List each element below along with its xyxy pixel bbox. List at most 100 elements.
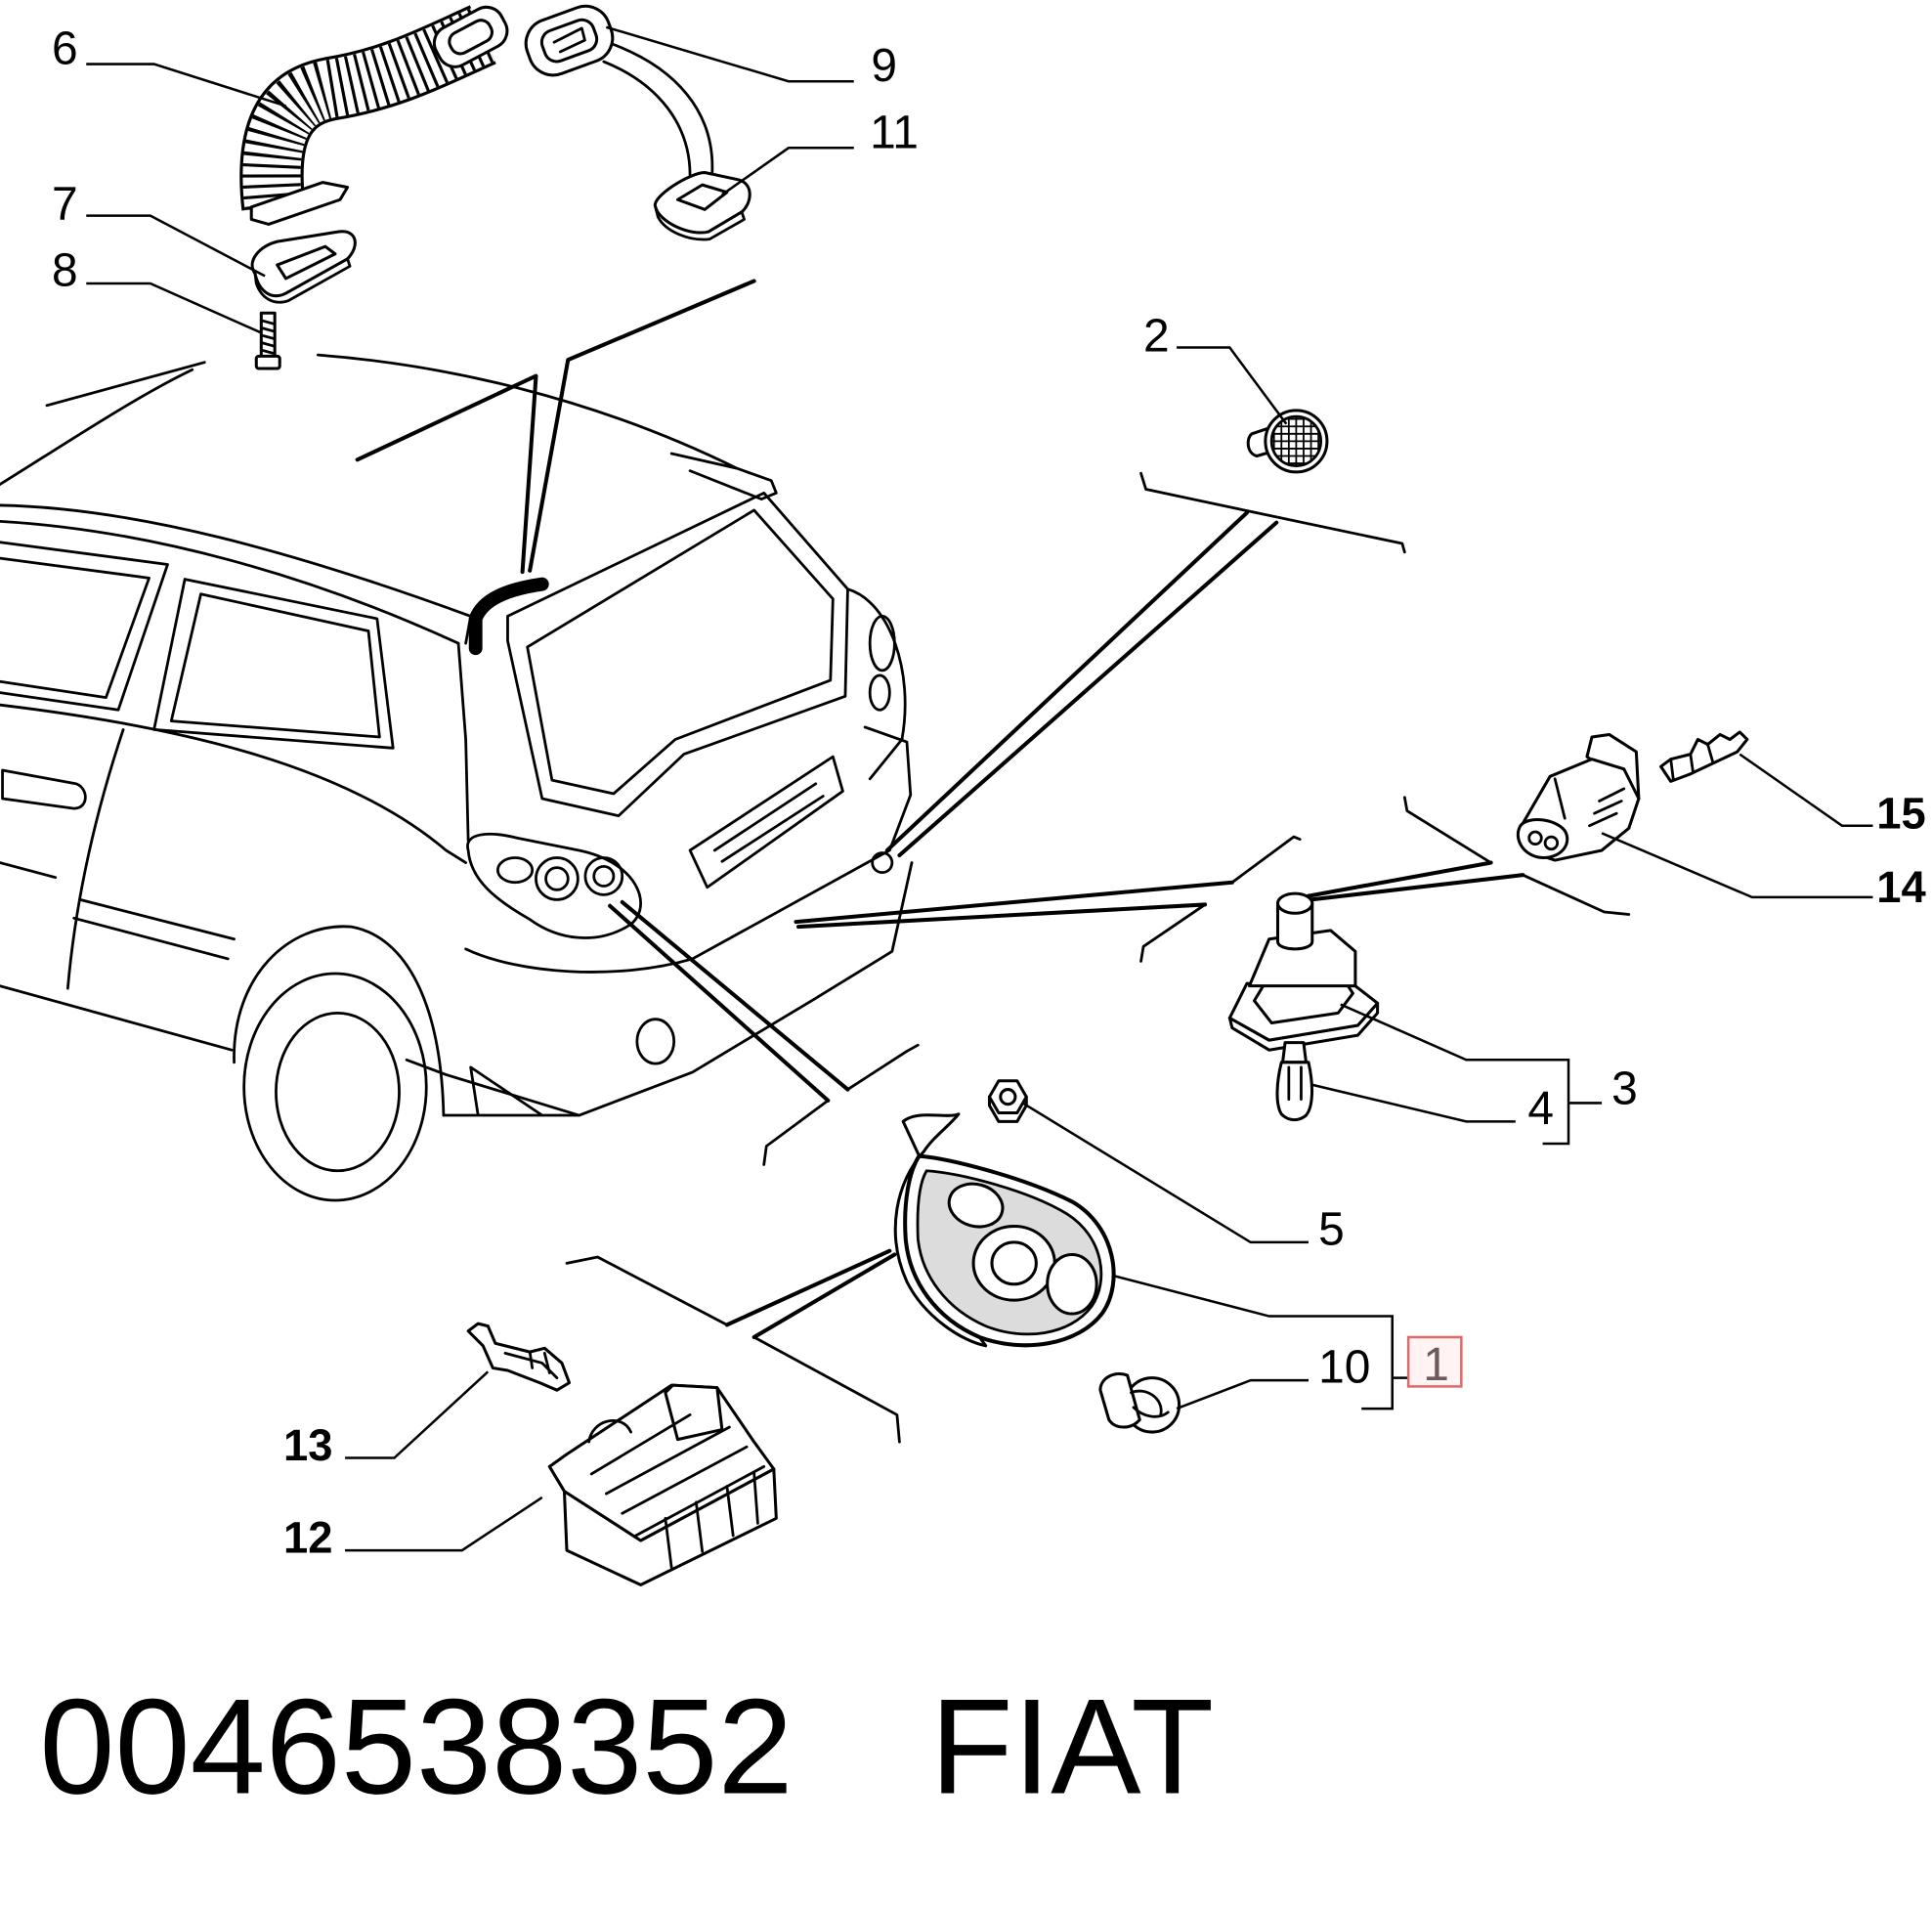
part-11-grommet [654, 171, 751, 241]
part-9-grommet [524, 4, 714, 177]
part-10-bulb [1098, 1372, 1181, 1434]
car-roof-edge [0, 353, 739, 486]
callout-labels: 1 2 3 4 5 6 7 8 9 10 11 12 13 14 15 [52, 23, 1926, 1563]
housing-raised-block [664, 1383, 724, 1442]
screw-head [254, 354, 281, 370]
part-2-rear-lamp [1246, 409, 1329, 474]
guide-line-1 [608, 899, 850, 1103]
car-door-handle [1, 768, 87, 810]
callout-4: 4 [1527, 1083, 1554, 1135]
guide-bracket-1-lower [565, 1255, 901, 1444]
leader-lines [86, 25, 1873, 1552]
car-body [0, 353, 914, 1202]
bulb-10-base [1098, 1372, 1141, 1429]
callout-15: 15 [1876, 788, 1925, 838]
guide-bracket-1 [762, 1043, 920, 1166]
car-side-molding [72, 898, 236, 961]
leader-line-8 [86, 282, 262, 334]
leader-line-15 [1739, 753, 1873, 828]
guide-bracket-2 [1139, 471, 1406, 554]
connector-14-hole-2 [1543, 835, 1560, 851]
leader-line-10 [1176, 1378, 1309, 1410]
part-1-tail-light [893, 1112, 1116, 1348]
car-license-plate-recess [688, 755, 844, 889]
nut-5-hole [999, 1088, 1017, 1106]
car-roof-rail [45, 361, 206, 408]
callout-10: 10 [1318, 1342, 1370, 1394]
sleeve-end-grommet [432, 5, 509, 68]
car-door-edge [65, 728, 125, 990]
car-beltline [0, 703, 467, 864]
callout-7: 7 [52, 178, 78, 230]
car-roof-side [0, 503, 473, 645]
callout-14: 14 [1876, 862, 1925, 912]
car-rear-rim [275, 1012, 401, 1173]
leader-line-13 [345, 1370, 490, 1459]
bulb-4-filament [1287, 1065, 1303, 1102]
leader-line-9 [605, 25, 854, 83]
grommet-9-body [524, 4, 615, 77]
car-hatch-seal [468, 577, 549, 656]
part-4-bulb [1275, 1041, 1313, 1122]
cable-9-11 [602, 41, 714, 177]
tail-light-lamp-upper [947, 1182, 1005, 1229]
callout-13: 13 [283, 1420, 332, 1470]
part-12-connector-housing [547, 1383, 778, 1586]
car-tail-light-lamp-right [583, 856, 624, 896]
grommet-opening [276, 244, 337, 281]
guide-line-1-lower [724, 1248, 897, 1339]
part-7-grommet [250, 230, 357, 304]
lamp-2-lens-grid [1270, 415, 1322, 467]
callout-6: 6 [52, 23, 78, 75]
car-c-pillar [456, 615, 473, 843]
leader-line-7 [86, 214, 266, 278]
callout-9: 9 [871, 40, 897, 92]
leader-line-5 [1021, 1102, 1309, 1244]
terminal-15-crimp [1669, 743, 1714, 781]
car-rear-light-lower [868, 673, 891, 712]
part-5-nut [987, 1079, 1028, 1123]
car-side-window-door [0, 541, 169, 712]
brand-name: FIAT [930, 1670, 1214, 1822]
guide-bracket-3 [1139, 796, 1631, 963]
callout-8: 8 [52, 245, 78, 297]
car-rear-tire [242, 972, 428, 1202]
guide-lines [355, 279, 1631, 1444]
car-wheel-arch [233, 925, 446, 1117]
car-side-window-quarter [152, 578, 395, 750]
part-number: 0046538352 [39, 1670, 793, 1822]
car-tail-light-lamp-small [496, 856, 535, 885]
part-13-terminal [466, 1322, 572, 1392]
bulb-4-base [1281, 1041, 1308, 1064]
guide-line-3 [794, 860, 1525, 930]
car-bumper-lamp [871, 851, 894, 875]
car-rear-quarter-lower [442, 1065, 580, 1117]
housing-slots [589, 1413, 766, 1570]
grommet-plate-edge [253, 257, 352, 304]
car-rear-window [506, 491, 849, 818]
car-rear-light-upper [868, 615, 896, 672]
callout-3: 3 [1611, 1063, 1638, 1115]
bulb-4-glass [1275, 1061, 1313, 1122]
car-rear-fog-lamp [635, 1018, 676, 1065]
housing-clip [587, 1419, 632, 1444]
guide-line-roof-right [528, 279, 756, 573]
callout-1: 1 [1423, 1339, 1449, 1391]
car-tail-light-lamp-left [535, 856, 580, 901]
car-tail-light [466, 832, 642, 939]
grommet-11-edge [654, 205, 746, 241]
leader-line-11 [721, 147, 854, 196]
leader-line-4 [1310, 1083, 1516, 1123]
car-hatch-side [846, 587, 907, 781]
caption: 0046538352 FIAT [39, 1670, 1214, 1822]
callout-2: 2 [1143, 310, 1170, 362]
lamp-3-socket-cap [1275, 891, 1314, 915]
leader-line-14 [1601, 832, 1873, 899]
screw-thread [259, 319, 277, 356]
lamp-3-socket [1275, 901, 1314, 951]
connector-14-ribs [1553, 777, 1626, 828]
connector-14-hole-1 [1527, 830, 1543, 846]
terminal-13-crimp [503, 1350, 559, 1379]
bulb-10-filament [1130, 1389, 1170, 1418]
